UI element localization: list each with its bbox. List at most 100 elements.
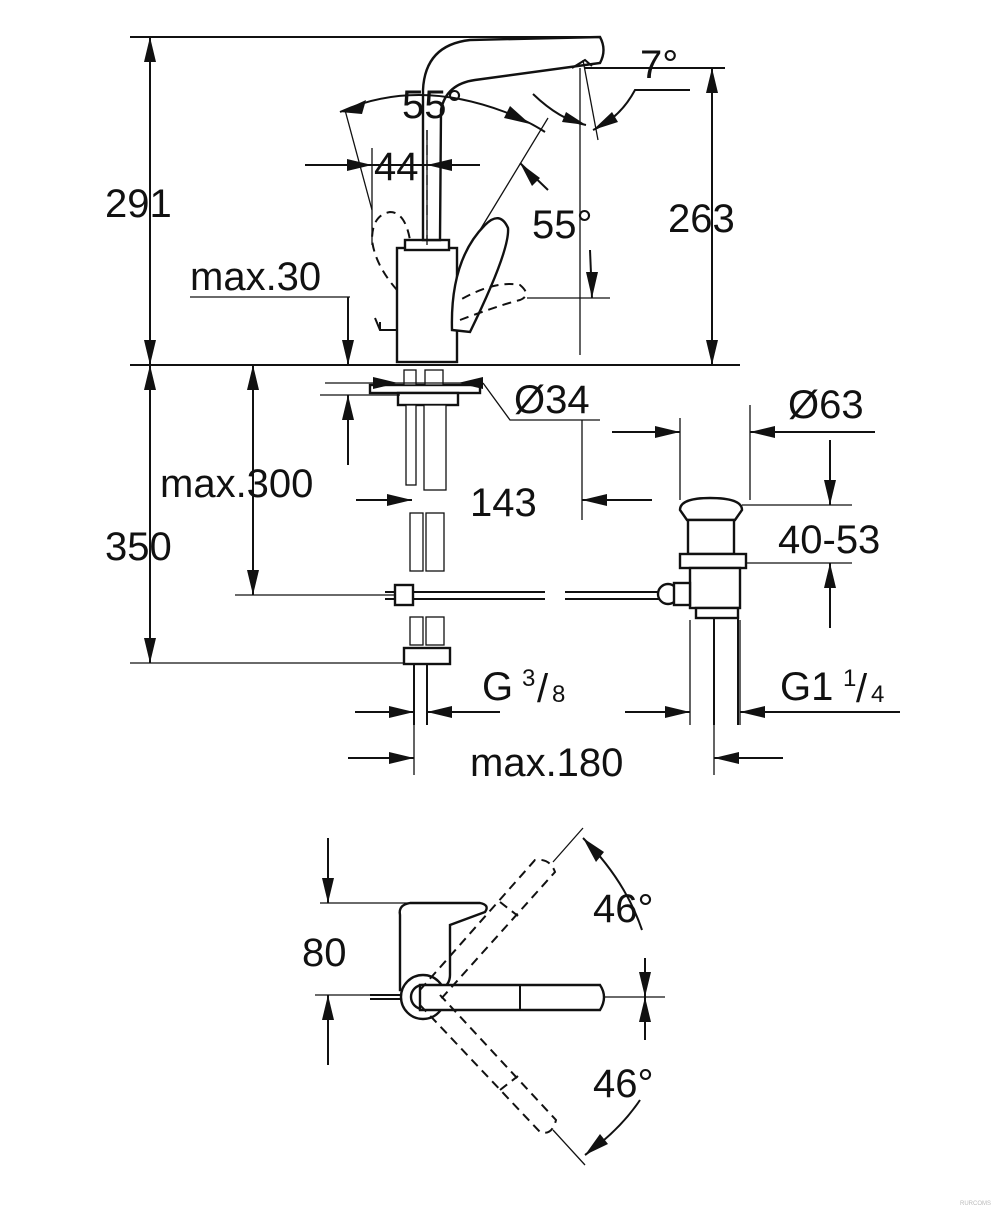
dim-143-arrow-right	[582, 494, 607, 506]
dim-7deg-label: 7°	[640, 43, 678, 87]
dim-g114-arrow-left	[665, 706, 690, 718]
hose-lower-right	[425, 616, 445, 646]
dim-55-side-label: 55°	[532, 203, 593, 247]
dim-46-top-arrow-2	[639, 972, 651, 997]
dim-263-label: 263	[668, 197, 735, 241]
dim-291-label: 291	[105, 182, 172, 226]
plan-swivel-lower-tip	[499, 1075, 519, 1091]
waste-lower-body	[688, 566, 742, 610]
plan-swivel-lower	[419, 994, 558, 1134]
dim-55-top-ref-right	[479, 117, 549, 231]
dim-143-label: 143	[470, 481, 537, 525]
waste-flange	[678, 552, 748, 570]
dim-g114-arrow-right	[740, 706, 765, 718]
watermark: RURCOMS	[960, 1201, 991, 1207]
dim-g38-den: 8	[552, 681, 565, 708]
dim-350-label: 350	[105, 525, 172, 569]
dim-44-arrow-left	[347, 159, 372, 171]
dim-g38-num: 3	[522, 665, 535, 692]
dim-max30-label: max.30	[190, 255, 321, 299]
hose-upper-right	[423, 404, 447, 491]
dim-max300-arrow-top	[247, 365, 259, 390]
hose-mid-left	[409, 512, 424, 572]
lever-alt-position-left	[370, 210, 411, 291]
lever-alt-position-right	[459, 283, 527, 321]
dim-55-top-arc	[339, 94, 546, 133]
dim-g114-main: G1	[780, 665, 833, 709]
dim-55-side-arrow-bottom	[586, 272, 598, 298]
waste-plug	[678, 496, 744, 522]
dim-g38-arrow-right	[427, 706, 452, 718]
dim-7deg-ref	[582, 59, 599, 141]
dim-d34-arrow-left	[373, 377, 398, 389]
dim-55-top-label: 55°	[402, 83, 463, 127]
shank-right	[424, 369, 444, 386]
dim-350-arrow-bottom	[144, 638, 156, 663]
dim-max30-arrow-top	[342, 340, 354, 365]
dim-g38-main: G	[482, 665, 513, 709]
dim-d63-label: Ø63	[788, 383, 864, 427]
dim-46-bottom-arrow-2	[585, 1134, 608, 1155]
dim-g114-den: 4	[871, 681, 884, 708]
supply-nut	[402, 646, 452, 666]
dim-80-arrow-top	[322, 878, 334, 903]
shank-left	[403, 369, 417, 386]
dim-263-arrow-bottom	[706, 340, 718, 365]
dim-max180-arrow-left	[389, 752, 414, 764]
dim-80-arrow-bottom	[322, 995, 334, 1020]
dim-d34-leader	[482, 382, 600, 421]
plan-swivel-upper-tip	[499, 901, 519, 917]
dim-g38-arrow-left	[389, 706, 414, 718]
dim-46-bottom-ref	[552, 1129, 586, 1166]
waste-rod-fitting	[672, 581, 692, 607]
dim-4053-arrow-bottom	[824, 563, 836, 588]
side-elevation: 291 263 7° 55° 55° 44	[105, 35, 900, 785]
dim-46-bottom-label: 46°	[593, 1062, 654, 1106]
dim-46-top-ref	[552, 827, 584, 863]
dim-max300-label: max.300	[160, 462, 313, 506]
dim-46-top-arrow	[583, 838, 604, 862]
dim-g38-slash: /	[537, 667, 549, 711]
dim-350-arrow-top	[144, 365, 156, 390]
dim-46-top-label: 46°	[593, 887, 654, 931]
dim-max30-arrow-bottom	[342, 395, 354, 420]
dim-d63-arrow-left	[655, 426, 680, 438]
plan-swivel-upper	[419, 858, 557, 1001]
rod-clamp	[393, 583, 415, 607]
hose-mid-right	[425, 512, 445, 572]
faucet-spout	[421, 35, 605, 242]
dim-44-arrow-right	[427, 159, 452, 171]
faucet-lever	[450, 217, 510, 334]
dim-55-top-arrow-right-2	[562, 112, 586, 125]
popup-rod	[374, 317, 397, 331]
plan-spout	[418, 983, 606, 1012]
fixing-plate	[368, 383, 482, 395]
dim-7deg-arrow	[593, 112, 618, 130]
dim-46-bottom-arrow	[639, 997, 651, 1022]
waste-body	[686, 518, 736, 556]
dim-80-label: 80	[302, 931, 347, 975]
dim-max180-label: max.180	[470, 741, 623, 785]
dim-55-top-arrow-left	[340, 100, 366, 114]
dim-d63-arrow-right	[750, 426, 775, 438]
dim-291-arrow-top	[144, 37, 156, 62]
dim-g114-num: 1	[843, 665, 856, 692]
dim-d34-arrow-right	[458, 377, 483, 389]
spout-aerator	[571, 58, 593, 69]
dim-d34-label: Ø34	[514, 378, 590, 422]
dim-max180-arrow-right	[714, 752, 739, 764]
dim-55-side-arrow-top	[520, 163, 540, 186]
dim-55-top-arrow-right	[504, 106, 530, 124]
dim-291-arrow-bottom	[144, 340, 156, 365]
dim-4053-arrow-top	[824, 480, 836, 505]
dim-55-top-ref-left	[344, 109, 373, 211]
plan-view: 80 46° 46°	[302, 827, 665, 1166]
waste-nut	[694, 606, 740, 620]
fixing-nut	[396, 391, 460, 407]
dim-143-arrow-left	[387, 494, 412, 506]
dim-263-arrow-top	[706, 68, 718, 93]
dim-g114-slash: /	[856, 667, 868, 711]
hose-upper-left	[405, 404, 417, 486]
dim-4053-label: 40-53	[778, 518, 880, 562]
